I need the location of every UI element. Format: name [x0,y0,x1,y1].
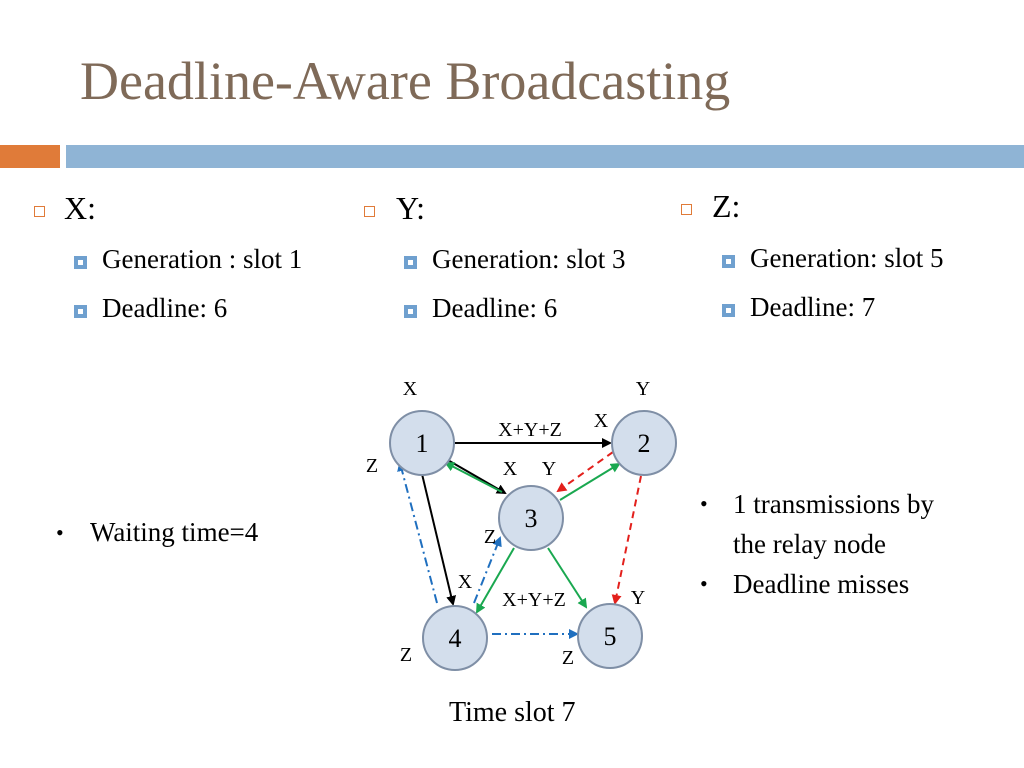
transmissions-note-line1: 1 transmissions by [733,489,935,519]
waiting-time-note: Waiting time=4 [90,517,259,547]
node-1-label: 1 [416,429,429,458]
bullet-dot-icon: • [56,520,64,545]
label-x-near-1: X [403,378,418,400]
node-2-circle [611,410,677,476]
edge-4-3 [473,536,502,604]
accent-bar-orange [0,145,60,168]
node-1-circle [389,410,455,476]
packet-name: X: [64,190,96,226]
slide-title: Deadline-Aware Broadcasting [80,51,731,111]
transmissions-note-line2: the relay node [733,529,886,559]
edge-1-4 [421,473,457,606]
label-y-mid: Y [542,458,556,480]
edge-1-3 [445,458,507,494]
bullet-dot-icon: • [700,491,708,516]
bullet-square-icon [404,256,417,269]
label-z-near-1: Z [366,455,378,477]
label-x-near-4: X [458,571,473,593]
bullet-square-icon [722,255,735,268]
label-z-near-5: Z [562,647,574,669]
packet-deadline: Deadline: 6 [432,293,558,323]
bullet-square-icon [74,256,87,269]
deadline-misses-note: Deadline misses [733,569,910,599]
edge-3-1 [444,462,503,493]
packet-name: Y: [396,190,426,226]
bullet-square-icon [722,304,735,317]
node-4-label: 4 [449,624,462,653]
label-z-near-4: Z [400,644,412,666]
label-z-near-3: Z [484,526,496,548]
bullet-square-icon [681,204,692,215]
node-3-circle [498,485,564,551]
node-5-circle [577,603,643,669]
node-3-label: 3 [525,504,538,533]
label-y-near-2: Y [636,378,650,400]
label-y-near-5: Y [631,587,645,609]
edge-3-2 [559,462,621,501]
packet-generation: Generation: slot 3 [432,244,626,274]
bullet-square-icon [404,305,417,318]
accent-bar-blue [66,145,1024,168]
bullet-square-icon [364,206,375,217]
edge-3-4 [475,547,515,614]
packet-generation: Generation : slot 1 [102,244,303,274]
edge-2-5 [611,475,642,605]
node-4-circle [422,605,488,671]
packet-generation: Generation: slot 5 [750,243,944,273]
node-5-label: 5 [604,622,617,651]
label-xyz-top: X+Y+Z [498,419,562,441]
bullet-square-icon [34,206,45,217]
time-slot-label: Time slot 7 [449,697,576,728]
label-x-near-2: X [594,410,609,432]
edge-3-5 [547,547,588,609]
label-xyz-bottom: X+Y+Z [502,589,566,611]
bullet-dot-icon: • [700,571,708,596]
packet-name: Z: [712,188,741,224]
packet-deadline: Deadline: 7 [750,292,876,322]
label-x-mid: X [503,458,518,480]
node-2-label: 2 [638,429,651,458]
edge-4-1 [397,461,438,604]
packet-deadline: Deadline: 6 [102,293,228,323]
bullet-square-icon [74,305,87,318]
